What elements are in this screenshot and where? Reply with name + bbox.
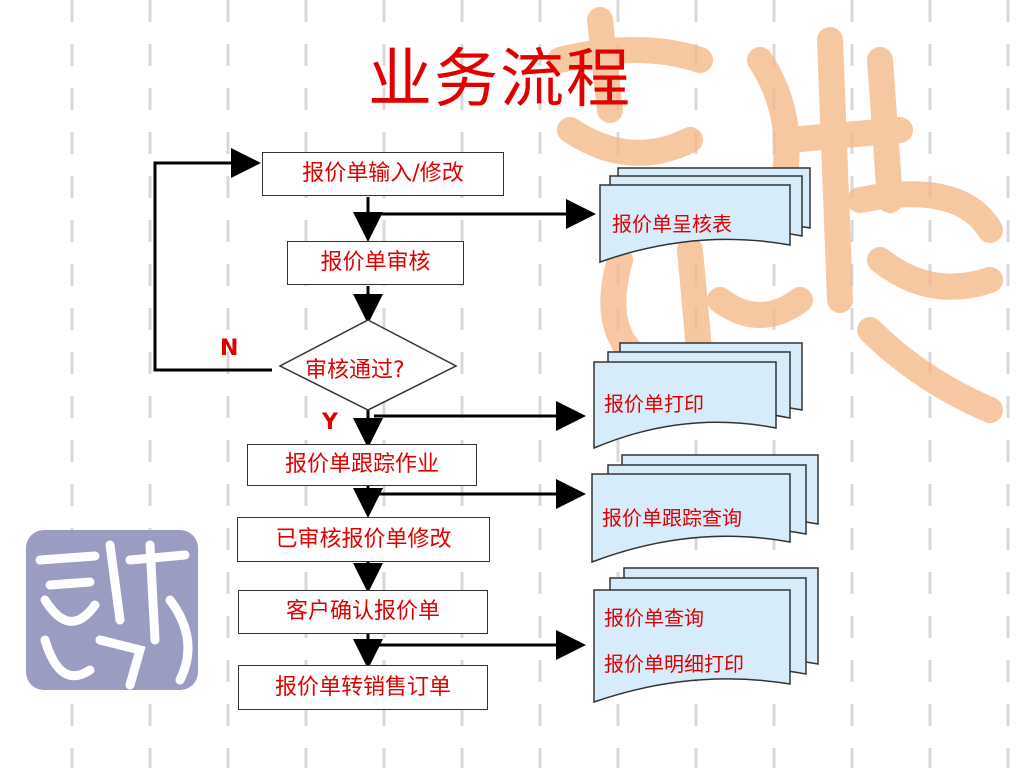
step-convert-label: 报价单转销售订单 [274,674,451,700]
step-confirm-label: 客户确认报价单 [285,599,440,624]
doc-print-label: 报价单打印 [604,392,704,416]
step-review-box: 报价单审核 [287,241,464,285]
step-review-label: 报价单审核 [320,250,431,275]
doc-review-report-label: 报价单呈核表 [612,212,732,236]
step-tracking-box: 报价单跟踪作业 [247,444,477,486]
document-stack-query [593,567,819,704]
branch-yes-label: Y [322,410,338,435]
doc-tracking-query-label: 报价单跟踪查询 [602,506,742,530]
document-stack-print [593,342,803,450]
step-modify-box: 已审核报价单修改 [237,517,490,562]
step-modify-label: 已审核报价单修改 [275,526,452,552]
step-convert-box: 报价单转销售订单 [238,665,488,710]
document-stack-review-report [599,167,811,264]
document-stack-tracking-query [591,454,819,564]
step-tracking-label: 报价单跟踪作业 [284,452,439,477]
branch-no-label: N [220,336,239,361]
doc-detail-print-label: 报价单明细打印 [604,652,744,676]
decision-label: 审核通过? [305,358,405,383]
step-input-box: 报价单输入/修改 [262,152,504,196]
decision-diamond [278,319,458,411]
step-input-label: 报价单输入/修改 [302,161,464,186]
step-confirm-box: 客户确认报价单 [238,590,488,634]
page-title: 业务流程 [368,43,632,117]
doc-query-label: 报价单查询 [604,606,704,630]
